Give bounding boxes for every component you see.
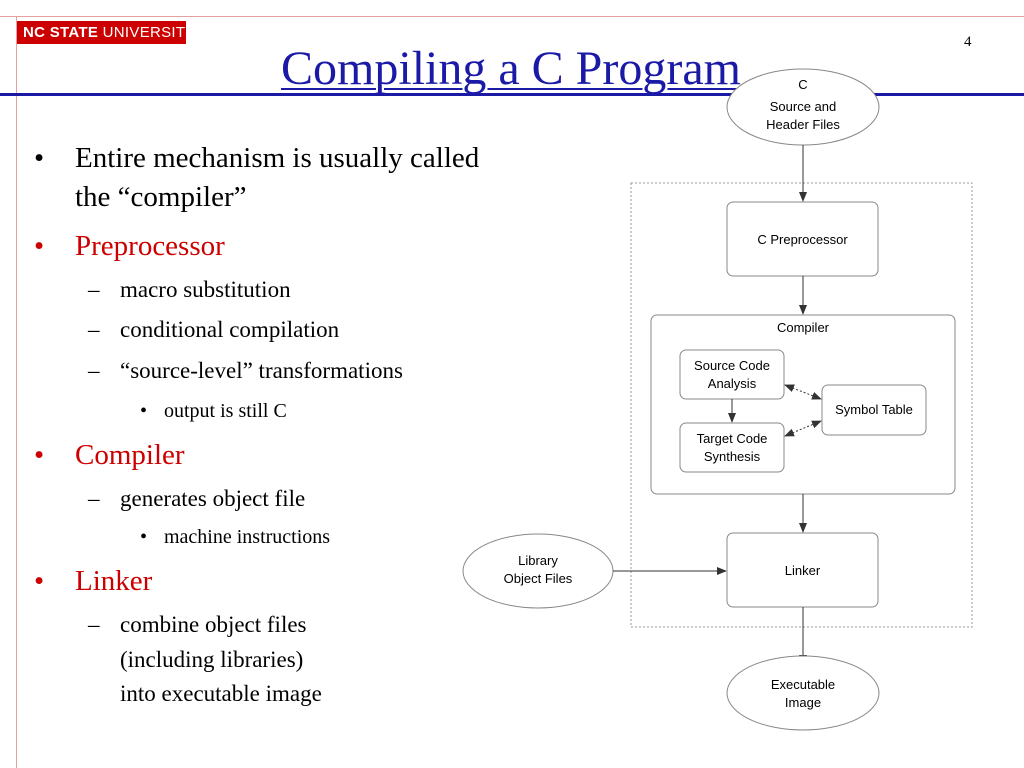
dash: – (88, 486, 100, 511)
sub-bullet-conditional-label: conditional compilation (120, 317, 340, 342)
bullet-dot: • (140, 526, 148, 548)
sub-sub-bullet-still-c-label: output is still C (164, 400, 287, 422)
sub-bullet-source-level-label: “source-level” transformations (120, 358, 403, 383)
compiler-label: Compiler (777, 320, 830, 335)
symbol-table-label: Symbol Table (835, 402, 913, 417)
arrow-analysis-symbol-table (784, 384, 822, 400)
linker-label: Linker (785, 563, 821, 578)
executable-image-node (726, 655, 880, 731)
arrow-synthesis-symbol-table (784, 420, 822, 437)
source-code-analysis-label-2: Analysis (708, 376, 757, 391)
c-source-label-2: Source and (770, 99, 837, 114)
slide-title: Compiling a C Program (281, 42, 741, 95)
executable-label-1: Executable (771, 677, 835, 692)
page-number: 4 (964, 34, 972, 50)
sub-sub-bullet-machine-label: machine instructions (164, 526, 331, 548)
bullet-preprocessor-label: Preprocessor (75, 230, 225, 262)
bullet-linker-label: Linker (75, 565, 153, 597)
dash: – (88, 612, 100, 637)
c-source-label-3: Header Files (766, 117, 840, 132)
preprocessor-label: C Preprocessor (757, 232, 848, 247)
logo-rest-text: UNIVERSITY (102, 24, 196, 41)
dash: – (88, 317, 100, 342)
symbol-table-node (821, 384, 927, 436)
bullet-dot: • (34, 439, 45, 471)
library-label-2: Object Files (504, 571, 573, 586)
executable-label-2: Image (785, 695, 821, 710)
c-source-label-1: C (798, 77, 807, 92)
bullet-dot: • (140, 400, 148, 422)
bullet-dot: • (34, 565, 45, 597)
target-code-synthesis-label-1: Target Code (697, 431, 768, 446)
sub-bullet-combine-line2: (including libraries) (120, 647, 304, 672)
toolchain-boundary (630, 182, 973, 628)
bullet-intro-line1: Entire mechanism is usually called (75, 142, 480, 174)
target-code-synthesis-node (679, 422, 785, 473)
university-logo: NC STATE UNIVERSITY (17, 21, 195, 44)
sub-bullet-combine-line3: into executable image (120, 681, 322, 706)
sub-bullet-macro-label: macro substitution (120, 277, 291, 302)
bullet-dot: • (34, 230, 45, 262)
slide-left-border (16, 16, 17, 768)
target-code-synthesis-label-2: Synthesis (704, 449, 761, 464)
title-rule (0, 93, 1024, 96)
library-label-1: Library (518, 553, 558, 568)
logo-bold-text: NC STATE (23, 24, 99, 41)
bullet-compiler-label: Compiler (75, 439, 185, 471)
dash: – (88, 277, 100, 302)
bullet-list: • Entire mechanism is usually called the… (34, 142, 480, 706)
slide-top-border (0, 0, 1024, 17)
slide-title-wrap: Compiling a C Program (0, 40, 1024, 98)
sub-bullet-generates-label: generates object file (120, 486, 306, 511)
bullet-intro-line2: the “compiler” (75, 181, 247, 213)
sub-bullet-combine-line1: combine object files (120, 612, 307, 637)
bullet-dot: • (34, 142, 45, 174)
source-code-analysis-label-1: Source Code (694, 358, 770, 373)
dash: – (88, 358, 100, 383)
